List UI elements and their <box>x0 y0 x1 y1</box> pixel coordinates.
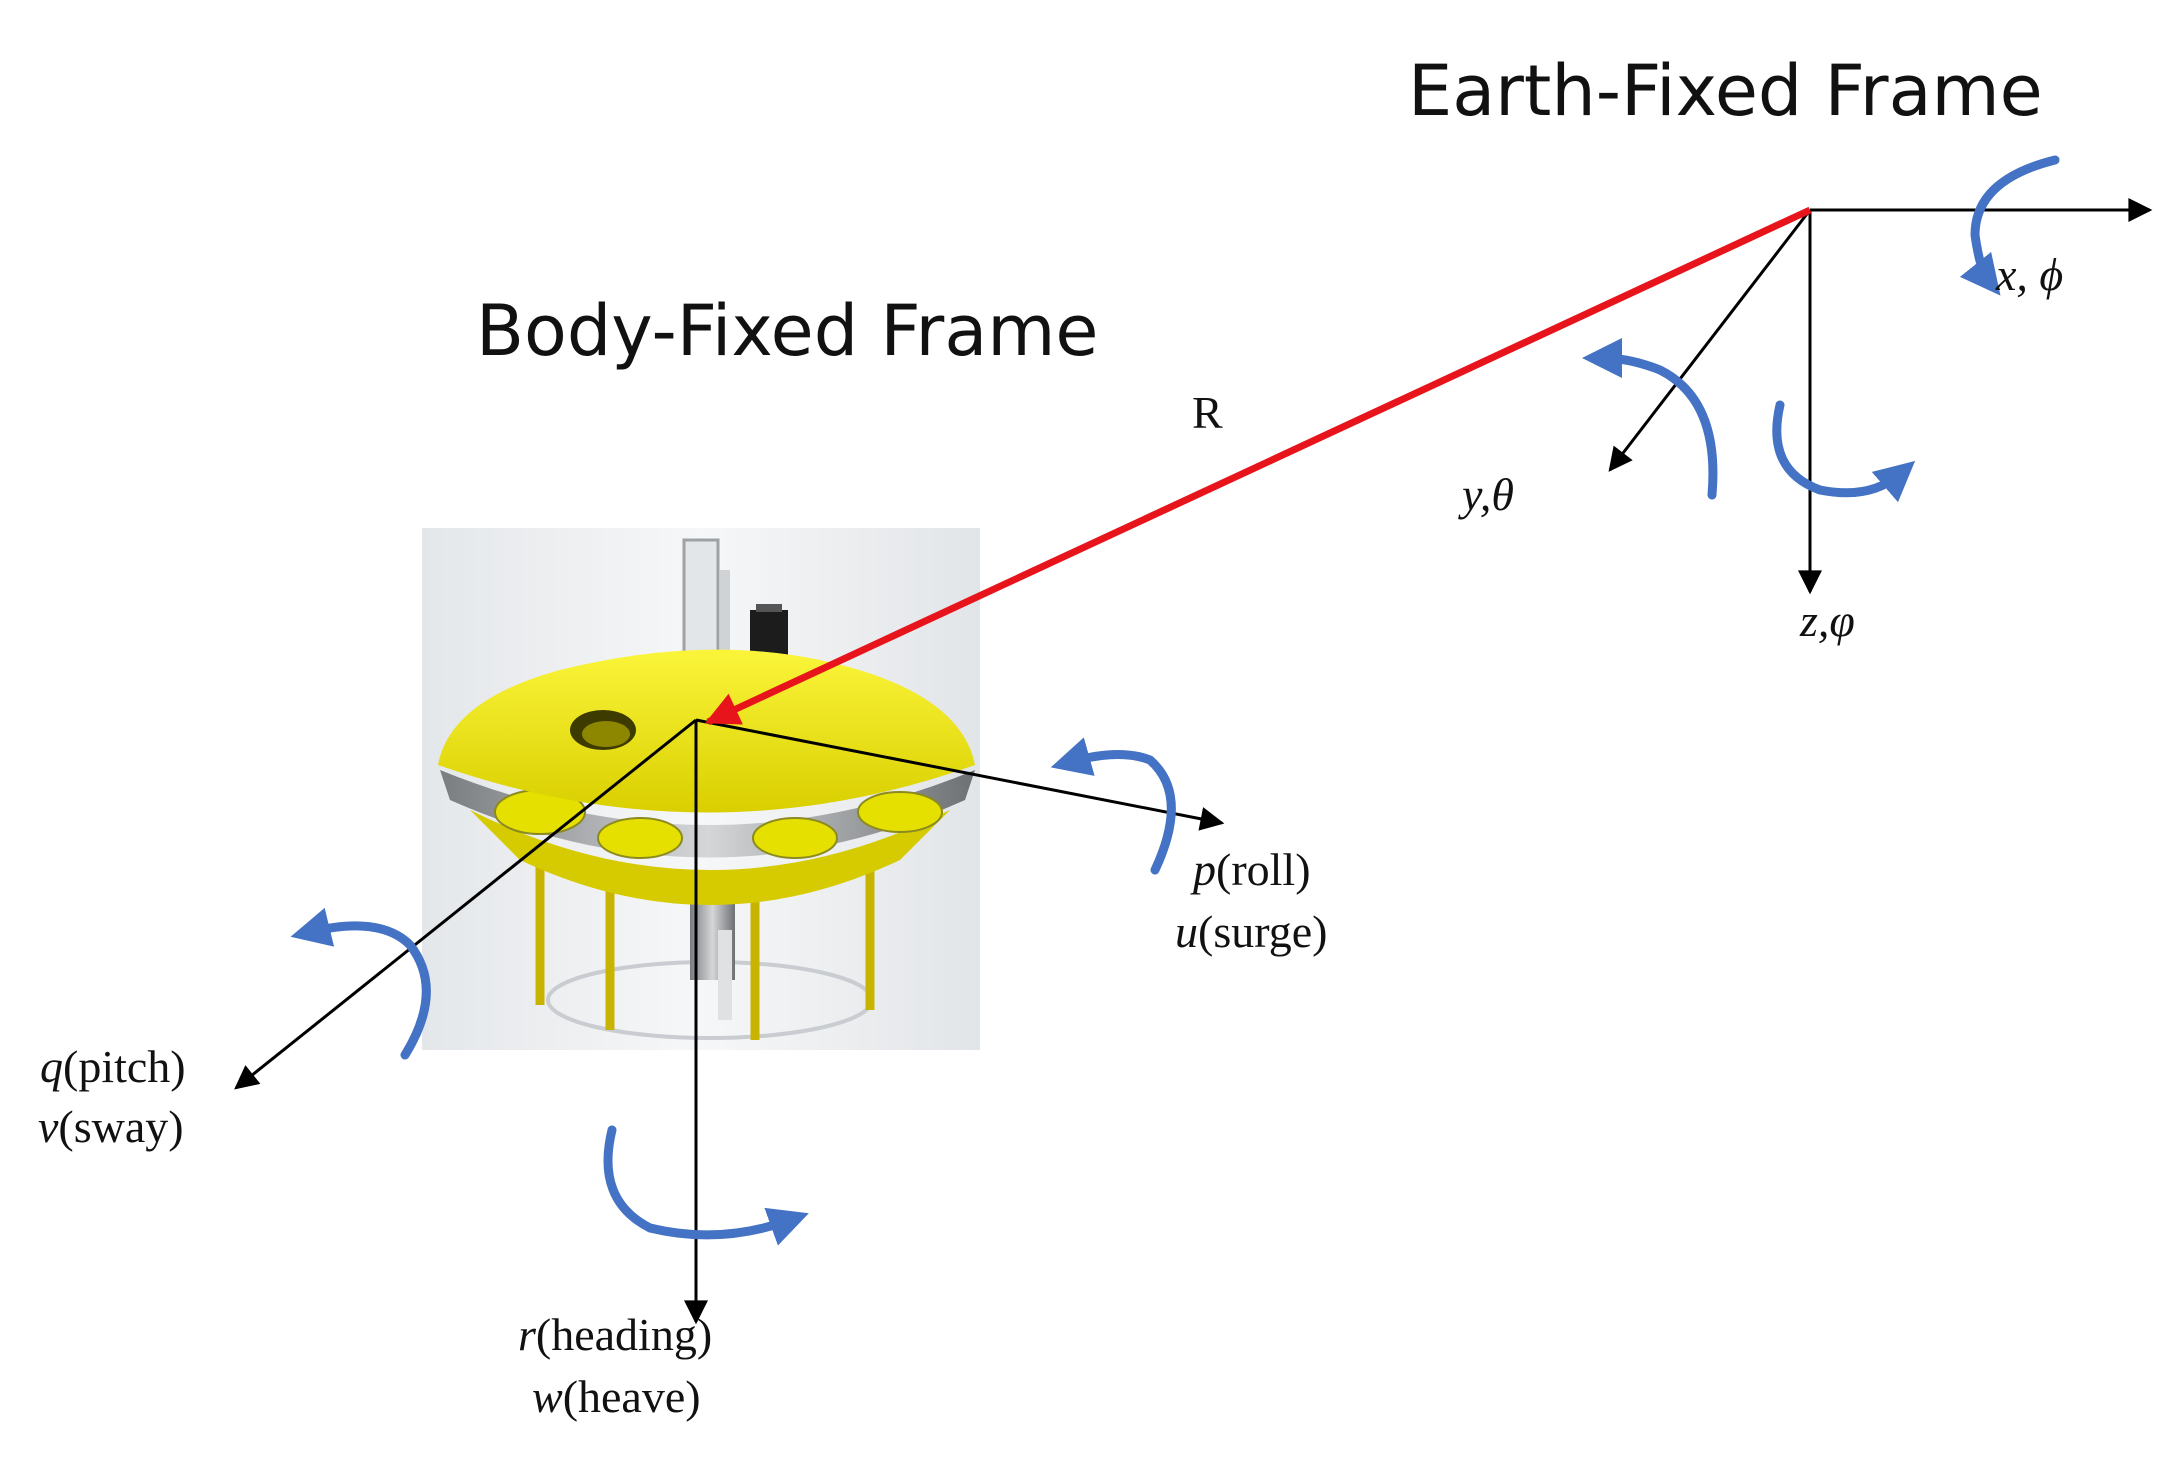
earth-x-rotation-arrow <box>1959 155 2060 296</box>
body-pitch-axis <box>234 718 697 1090</box>
pitch-axis-label: q(pitch) <box>40 1041 186 1092</box>
heading-axis-label: r(heading) <box>518 1309 712 1360</box>
body-roll-axis <box>695 718 1225 831</box>
earth-z-rotation-arrow <box>1772 400 1916 503</box>
vehicle-image <box>422 528 980 1050</box>
earth-z-axis-label: z,φ <box>1799 595 1855 646</box>
position-vector-arrow <box>704 206 1812 726</box>
body-roll-rotation-arrow <box>1050 737 1176 875</box>
heave-axis-label: w(heave) <box>532 1371 701 1422</box>
body-frame-axes <box>234 718 1225 1325</box>
body-frame-title: Body-Fixed Frame <box>476 290 1098 372</box>
earth-y-rotation-arrow <box>1582 338 1718 500</box>
body-yaw-rotation-arrow <box>603 1125 809 1246</box>
sway-axis-label: v(sway) <box>38 1101 184 1152</box>
earth-x-axis-label: x, ϕ <box>1995 249 2063 300</box>
earth-y-axis <box>1608 209 1812 472</box>
earth-frame-title: Earth-Fixed Frame <box>1408 50 2043 132</box>
surge-axis-label: u(surge) <box>1175 906 1327 957</box>
rotation-arrows <box>290 155 2060 1246</box>
roll-axis-label: p(roll) <box>1190 844 1311 895</box>
position-vector-label: R <box>1192 387 1223 438</box>
body-pitch-rotation-arrow <box>290 907 431 1060</box>
earth-y-axis-label: y,θ <box>1458 469 1514 520</box>
